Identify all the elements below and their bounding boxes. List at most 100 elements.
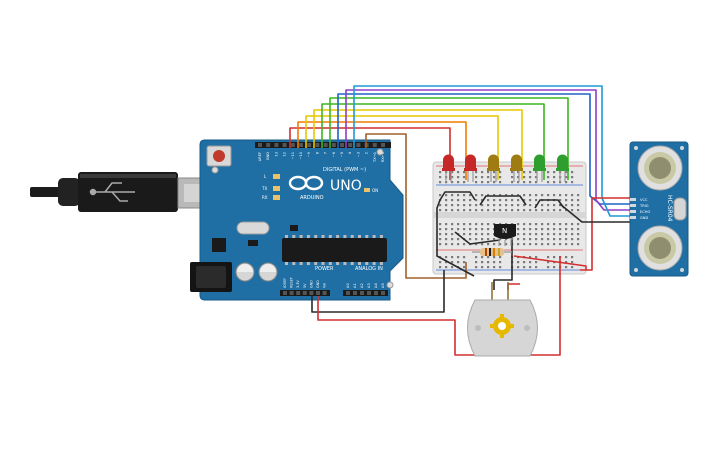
wire-green-pin8 xyxy=(329,97,569,180)
power-pin-hole[interactable] xyxy=(296,291,301,295)
digital-pin-hole[interactable] xyxy=(340,143,344,147)
digital-pin-hole[interactable] xyxy=(307,143,312,147)
power-pin-label: IOREF xyxy=(283,278,287,288)
digital-pin-hole[interactable] xyxy=(274,143,279,147)
digital-pin-hole[interactable] xyxy=(356,143,361,147)
digital-pin-label: 8 xyxy=(315,151,319,154)
sensor-pin-label: ECHO xyxy=(640,210,650,214)
rx-led xyxy=(273,195,280,200)
sensor-pin[interactable] xyxy=(630,210,636,213)
digital-pin-hole[interactable] xyxy=(315,143,320,147)
analog-pin-label: A1 xyxy=(353,283,357,288)
digital-pin-label: ~9 xyxy=(307,151,311,157)
wires xyxy=(289,85,634,356)
power-pin-hole[interactable] xyxy=(316,291,320,295)
wire-orange-pin12 xyxy=(297,121,467,180)
power-pin-hole[interactable] xyxy=(302,291,307,295)
led[interactable] xyxy=(464,154,477,183)
analog-pin-hole[interactable] xyxy=(360,291,364,295)
analog-pin-label: A2 xyxy=(360,283,364,288)
power-jack xyxy=(190,262,232,292)
analog-pin-label: A3 xyxy=(367,283,371,288)
wire-black-bb-2 xyxy=(479,195,527,206)
analog-pin-hole[interactable] xyxy=(374,291,378,295)
led[interactable] xyxy=(442,154,455,183)
motor-gear-icon xyxy=(490,314,514,338)
on-led xyxy=(364,188,370,192)
digital-header[interactable] xyxy=(255,142,391,148)
power-pin-hole[interactable] xyxy=(322,291,327,295)
analog-pin-hole[interactable] xyxy=(346,291,350,295)
power-pin-label: 3.3V xyxy=(296,280,300,288)
wire-red-5v xyxy=(317,256,561,356)
wire-yellow-pin10 xyxy=(313,109,523,180)
digital-pin-label: ~3 xyxy=(356,152,360,157)
wire-red-pin13 xyxy=(289,127,451,180)
power-pin-hole[interactable] xyxy=(309,291,314,295)
digital-pin-hole[interactable] xyxy=(282,143,287,147)
digital-pin-label: TX→1 xyxy=(373,152,377,163)
digital-pin-hole[interactable] xyxy=(299,143,303,147)
transducer-bottom xyxy=(637,225,683,271)
power-pin-label: 5V xyxy=(303,283,307,288)
led[interactable] xyxy=(510,154,523,183)
analog-pin-label: A0 xyxy=(346,283,350,288)
sensor-pin[interactable] xyxy=(630,198,636,201)
sensor-pin[interactable] xyxy=(630,204,636,207)
sensor-crystal xyxy=(673,197,687,221)
digital-pin-hole[interactable] xyxy=(348,143,353,147)
digital-pin-label: ~5 xyxy=(340,152,344,157)
digital-pin-hole[interactable] xyxy=(258,143,262,147)
transistor[interactable]: N xyxy=(494,224,516,246)
digital-pin-hole[interactable] xyxy=(266,143,271,147)
wire-black-motor xyxy=(493,240,513,290)
wire-black-bb-1 xyxy=(439,191,476,201)
digital-pin-label: GND xyxy=(266,152,270,160)
analog-pin-hole[interactable] xyxy=(381,291,385,295)
digital-pin-hole[interactable] xyxy=(323,143,328,147)
wire-brown-pin2 xyxy=(365,133,467,279)
analog-pin-hole[interactable] xyxy=(367,291,371,295)
wire-black-bb-5 xyxy=(454,231,501,245)
tx-led xyxy=(273,186,280,191)
digital-pin-label: ~11 xyxy=(291,152,295,160)
power-pin-hole[interactable] xyxy=(283,291,287,295)
analog-header[interactable] xyxy=(343,290,388,296)
uno-label: UNO xyxy=(330,178,362,194)
resistor[interactable] xyxy=(472,248,512,256)
digital-pin-hole[interactable] xyxy=(372,143,377,147)
reset-button[interactable] xyxy=(206,145,232,167)
power-header[interactable] xyxy=(280,290,330,296)
analog-pin-hole[interactable] xyxy=(353,291,357,295)
dc-motor[interactable] xyxy=(467,282,538,357)
capacitors xyxy=(235,262,278,282)
breadboard[interactable] xyxy=(432,161,587,275)
wire-red-motor xyxy=(507,283,520,290)
transducer-top xyxy=(637,145,683,191)
wire-purple-pin6 xyxy=(345,89,634,211)
sensor-pin[interactable] xyxy=(630,216,636,219)
led[interactable] xyxy=(556,154,569,183)
power-pin-hole[interactable] xyxy=(289,291,294,295)
wire-green-pin9 xyxy=(321,103,545,180)
digital-pin-hole[interactable] xyxy=(290,143,295,147)
digital-pin-hole[interactable] xyxy=(331,143,336,147)
l-label: L xyxy=(264,174,267,179)
digital-pin-label: 12 xyxy=(283,152,287,157)
led[interactable] xyxy=(487,154,500,183)
on-label: ON xyxy=(372,188,378,193)
wire-black-gnd xyxy=(311,270,445,313)
arduino-logo-icon xyxy=(288,175,324,191)
digital-pin-label: RX←0 xyxy=(381,151,385,162)
rx-label: RX xyxy=(262,195,268,200)
wire-black-sensor-gnd xyxy=(559,203,634,223)
led[interactable] xyxy=(533,154,546,183)
digital-pin-hole[interactable] xyxy=(381,143,385,147)
digital-pin-label: ~10 xyxy=(299,151,303,159)
sensor-pin-label: GND xyxy=(640,216,648,220)
wire-cyan-pin5 xyxy=(353,85,634,217)
